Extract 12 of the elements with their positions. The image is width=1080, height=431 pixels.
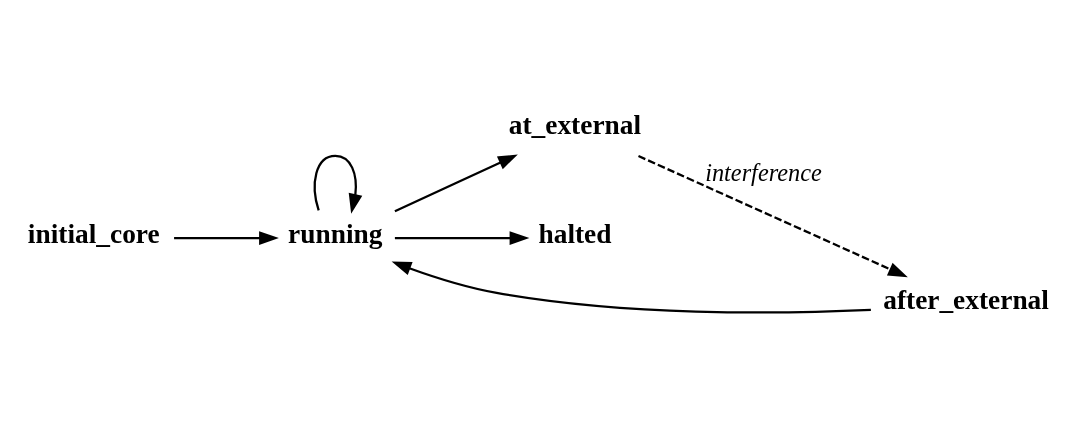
arrow — [638, 154, 908, 277]
node-text: halted — [538, 218, 612, 249]
node-text: after_external — [883, 284, 1049, 315]
arrow — [394, 230, 530, 245]
arrow — [391, 261, 871, 314]
node-text: running — [288, 218, 383, 249]
node-text: initial_core — [27, 218, 160, 249]
arrow — [394, 154, 518, 212]
arrow — [174, 230, 279, 245]
arrow — [313, 154, 363, 214]
edge-label: interference — [705, 158, 822, 186]
node-text: at_external — [508, 109, 642, 140]
